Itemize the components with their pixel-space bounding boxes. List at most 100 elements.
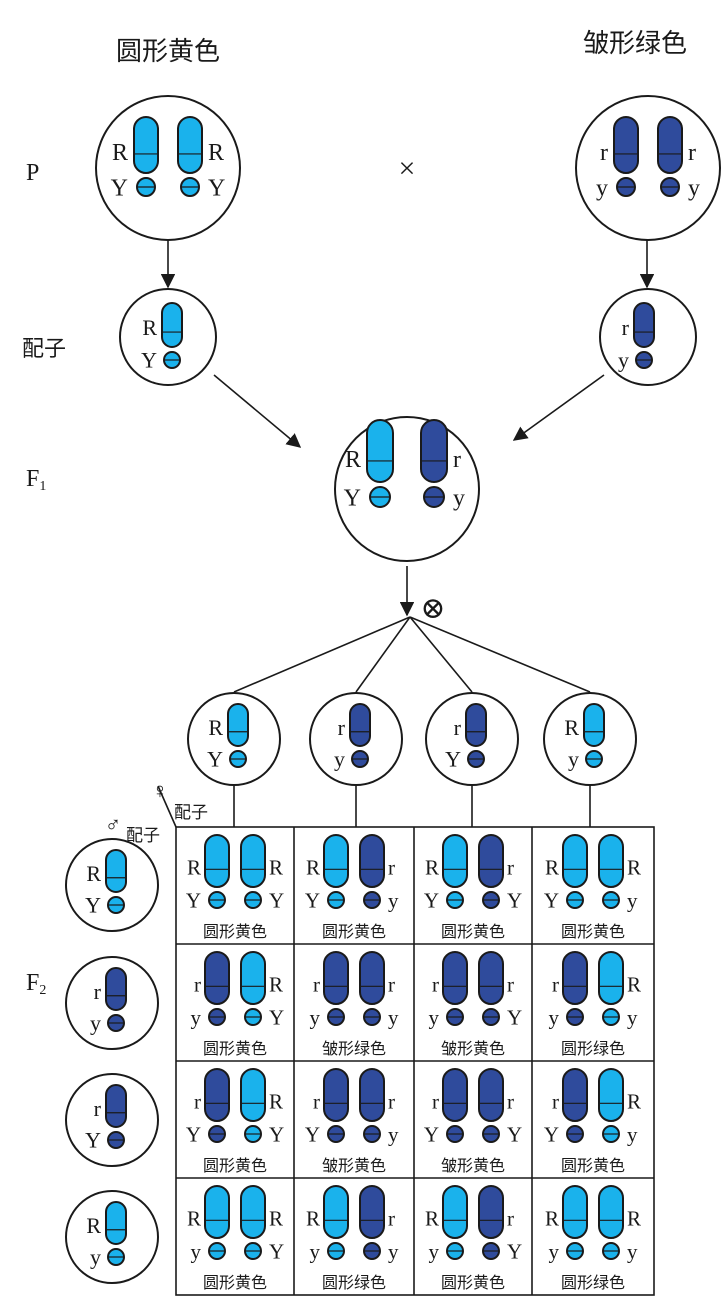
- branch-line-4: [409, 616, 591, 693]
- right-parent-phenotype: 皱形绿色: [583, 29, 687, 59]
- chromosome-rod: [204, 1068, 230, 1122]
- chromosome-rod: [323, 834, 349, 888]
- chromosome-rod: [359, 1185, 385, 1239]
- gamete-cell-left: [119, 288, 217, 386]
- allele-color-label: y: [627, 1239, 638, 1263]
- allele-shape-label: r: [194, 1090, 201, 1114]
- allele-shape-label: R: [142, 315, 157, 340]
- allele-shape-label: R: [425, 856, 439, 880]
- allele-color-label: y: [549, 1239, 560, 1263]
- cross-symbol: ×: [399, 152, 416, 185]
- female-gamete-cell: [187, 692, 281, 786]
- male-gamete-cell: [65, 1190, 159, 1284]
- allele-color-label: Y: [269, 1005, 284, 1029]
- allele-color-label: y: [310, 1239, 321, 1263]
- phenotype-label: 圆形黄色: [561, 922, 625, 941]
- allele-shape-label: R: [86, 861, 101, 886]
- allele-color-label: Y: [269, 1239, 284, 1263]
- allele-color-label: Y: [85, 1128, 101, 1153]
- arrows: [157, 240, 655, 828]
- allele-color-label: Y: [141, 348, 157, 373]
- phenotype-label: 圆形黄色: [441, 1273, 505, 1292]
- female-gamete-cell: [309, 692, 403, 786]
- allele-shape-label: r: [388, 856, 395, 880]
- allele-shape-label: r: [600, 140, 608, 166]
- chromosome-rod: [105, 849, 127, 893]
- male-gamete-cell: [65, 956, 159, 1050]
- phenotype-label: 皱形黄色: [441, 1039, 505, 1058]
- chromosome-layer: RYRYryryRYryRYryRYryrYRyRYryrYRyRYRY圆形黄色…: [65, 95, 721, 1292]
- allele-color-label: Y: [344, 485, 361, 511]
- chromosome-rod: [240, 951, 266, 1005]
- chromosome-rod: [442, 834, 468, 888]
- allele-color-label: Y: [544, 888, 559, 912]
- chromosome-rod: [613, 116, 639, 174]
- allele-color-label: y: [388, 888, 399, 912]
- chromosome-rod: [349, 703, 371, 747]
- allele-shape-label: R: [112, 140, 128, 166]
- allele-shape-label: R: [627, 1090, 641, 1114]
- chromosome-rod: [177, 116, 203, 174]
- allele-shape-label: r: [454, 715, 462, 740]
- chromosome-rod: [105, 1201, 127, 1245]
- chromosome-group: Ry: [564, 703, 605, 772]
- allele-shape-label: r: [507, 973, 514, 997]
- allele-shape-label: R: [208, 715, 223, 740]
- phenotype-label: 皱形黄色: [441, 1156, 505, 1175]
- punnett-grid: [175, 826, 655, 1296]
- chromosome-rod: [240, 834, 266, 888]
- allele-shape-label: R: [545, 856, 559, 880]
- chromosome-rod: [598, 1068, 624, 1122]
- allele-color-label: y: [388, 1122, 399, 1146]
- chromosome-rod: [598, 951, 624, 1005]
- allele-shape-label: r: [94, 1096, 102, 1121]
- chromosome-rod: [442, 1068, 468, 1122]
- chromosome-group: ry: [334, 703, 371, 772]
- phenotype-label: 圆形绿色: [561, 1273, 625, 1292]
- generation-f1-label: F1: [26, 466, 46, 494]
- arrow-gamete-left-to-f1: [213, 374, 302, 448]
- chromosome-group: rY: [85, 1084, 127, 1153]
- allele-color-label: y: [429, 1005, 440, 1029]
- allele-shape-label: R: [627, 973, 641, 997]
- allele-color-label: y: [688, 175, 700, 201]
- allele-color-label: y: [388, 1239, 399, 1263]
- allele-color-label: y: [618, 348, 629, 373]
- chromosome-rod: [105, 1084, 127, 1128]
- allele-shape-label: r: [622, 315, 630, 340]
- allele-color-label: Y: [269, 888, 284, 912]
- female-symbol: ♀: [152, 778, 169, 803]
- phenotype-label: 圆形绿色: [561, 1039, 625, 1058]
- gamete-row-label: 配子: [22, 337, 66, 362]
- chromosome-group: ry: [618, 302, 655, 373]
- allele-shape-label: R: [208, 140, 224, 166]
- chromosome-rod: [442, 1185, 468, 1239]
- chromosome-rod: [562, 834, 588, 888]
- allele-shape-label: r: [338, 715, 346, 740]
- allele-color-label: Y: [507, 888, 522, 912]
- allele-shape-label: R: [545, 1207, 559, 1231]
- chromosome-group: RY: [141, 302, 183, 373]
- parent-cell-right: [575, 95, 721, 241]
- allele-color-label: y: [627, 1122, 638, 1146]
- allele-shape-label: R: [627, 856, 641, 880]
- allele-shape-label: r: [313, 973, 320, 997]
- phenotype-label: 圆形黄色: [203, 1156, 267, 1175]
- allele-shape-label: r: [688, 140, 696, 166]
- chromosome-rod: [359, 951, 385, 1005]
- female-gamete-cell: [543, 692, 637, 786]
- chromosome-rod: [133, 116, 159, 174]
- chromosome-rod: [240, 1185, 266, 1239]
- chromosome-rod: [633, 302, 655, 348]
- allele-shape-label: R: [306, 856, 320, 880]
- chromosome-rod: [478, 1185, 504, 1239]
- chromosome-rod: [562, 1185, 588, 1239]
